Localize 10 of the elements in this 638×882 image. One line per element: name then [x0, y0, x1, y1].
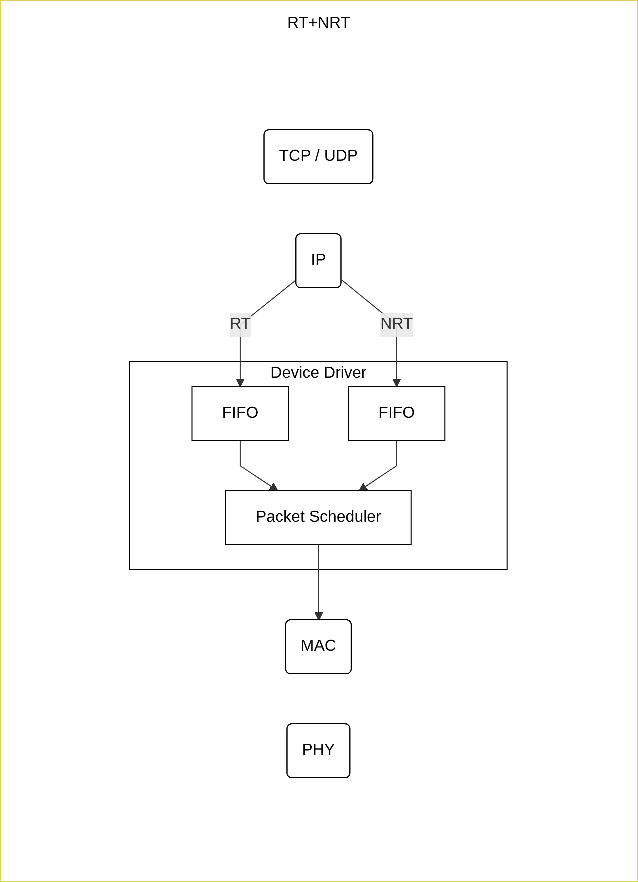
flow-label: RT+NRT [288, 15, 350, 32]
edge-label: RT [230, 316, 252, 333]
node-box: FIFO [348, 386, 446, 442]
arrow [240, 440, 279, 492]
arrow [359, 440, 398, 492]
node-box: FIFO [192, 386, 290, 442]
edge-label: NRT [380, 316, 414, 333]
arrow [236, 279, 298, 388]
arrow [314, 544, 324, 621]
node-box: Packet Scheduler [226, 490, 412, 546]
